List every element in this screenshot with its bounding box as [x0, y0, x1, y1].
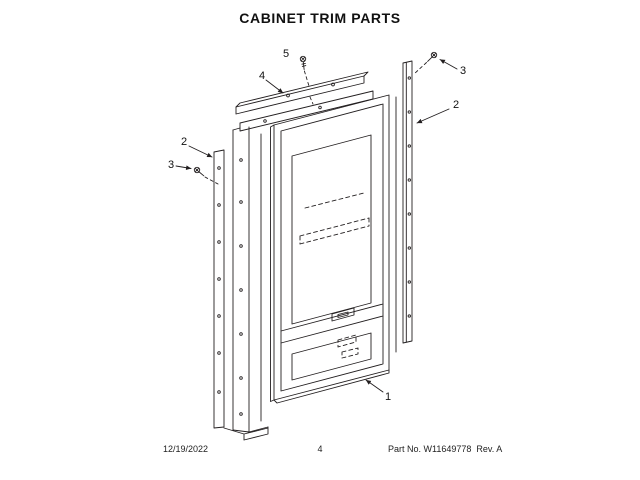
right-trim-rail — [402, 60, 413, 344]
cabinet-left-wall — [223, 126, 269, 441]
callout-labels: 1 2 2 3 3 4 5 — [168, 48, 466, 403]
door-panel — [270, 94, 390, 404]
screw-icon-left — [193, 166, 219, 185]
callout-5: 5 — [283, 48, 289, 60]
footer-part-number: Part No. W11649778 Rev. A — [388, 444, 503, 454]
callout-2-left: 2 — [181, 136, 187, 148]
cabinet-top-frame — [239, 90, 374, 132]
callout-4: 4 — [259, 70, 265, 82]
screw-icon-top — [299, 55, 314, 105]
callout-3-right: 3 — [460, 65, 466, 77]
page-footer: 12/19/2022 4 Part No. W11649778 Rev. A — [0, 444, 640, 458]
leader-lines — [175, 59, 458, 393]
footer-page-number: 4 — [317, 444, 323, 454]
screw-icon-right — [413, 51, 438, 75]
callout-2-right: 2 — [453, 99, 459, 111]
hidden-lines — [299, 192, 370, 359]
footer-date: 12/19/2022 — [163, 444, 209, 454]
callout-3-left: 3 — [168, 159, 174, 171]
callout-1: 1 — [385, 391, 391, 403]
left-trim-rail — [213, 149, 225, 429]
top-trim-rail — [235, 71, 369, 115]
door-rail — [280, 303, 384, 344]
page-title: CABINET TRIM PARTS — [239, 10, 401, 26]
